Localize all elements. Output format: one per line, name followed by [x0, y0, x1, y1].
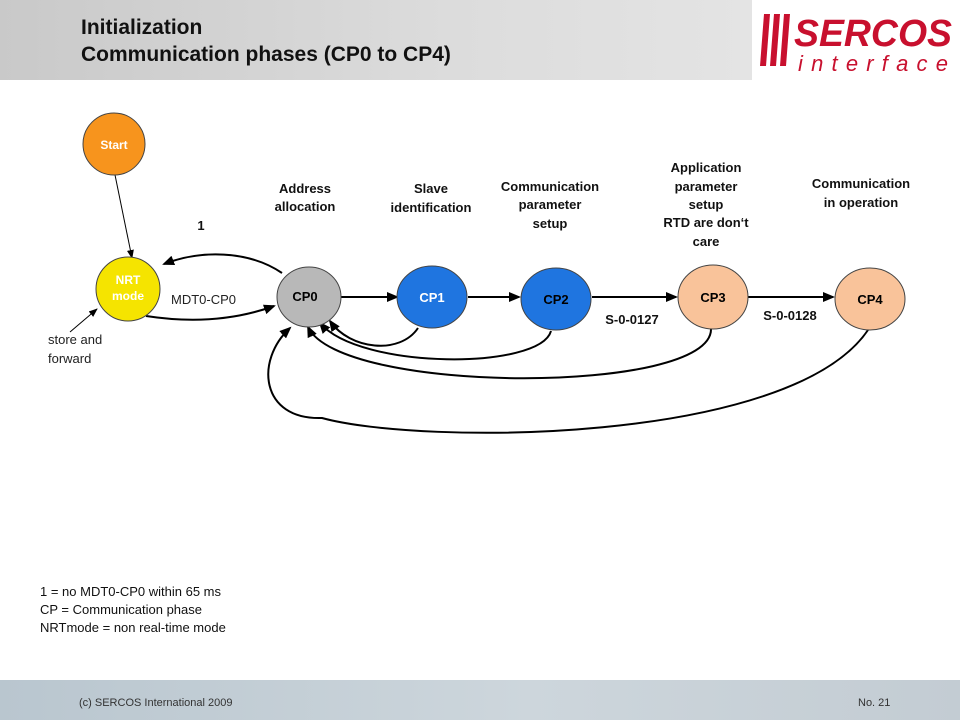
logo-stripe: [760, 14, 770, 66]
timeout-label: 1: [197, 218, 204, 233]
state-diagram: Start NRT mode CP0 CP1 CP2 CP3 CP4 1 Add…: [48, 112, 910, 434]
cp3-label: CP3: [700, 290, 725, 305]
mdt-label: MDT0-CP0: [171, 292, 236, 307]
cp1-label: CP1: [419, 290, 444, 305]
logo-text-top: SERCOS: [794, 13, 952, 55]
header-background: [0, 0, 752, 80]
arrow-cp0-to-nrt: [162, 253, 283, 274]
app-label-3: setup: [689, 197, 724, 212]
node-cp4: CP4: [834, 267, 906, 331]
arrow-cp1-to-cp0: [328, 319, 419, 347]
node-cp3: CP3: [677, 264, 749, 330]
footer-page-number: No. 21: [858, 697, 891, 709]
node-nrt-mode: NRT mode: [95, 256, 161, 322]
slave-label-1: Slave: [414, 181, 448, 196]
footer-copyright: (c) SERCOS International 2009: [79, 697, 233, 709]
arrow-nrt-to-cp0: [145, 304, 276, 321]
logo-stripe: [780, 14, 790, 66]
page-title: Initialization Communication phases (CP0…: [81, 14, 451, 68]
logo-stripe: [770, 14, 780, 66]
arrow-cp3-to-cp0: [307, 325, 713, 380]
cp4-label: CP4: [857, 292, 883, 307]
legend-line-2: CP = Communication phase: [40, 602, 202, 617]
comm-setup-label-2: parameter: [519, 197, 582, 212]
nrt-label-2: mode: [112, 289, 144, 303]
comm-op-label-1: Communication: [812, 176, 910, 191]
store-label-2: forward: [48, 351, 91, 366]
node-cp1: CP1: [396, 265, 468, 329]
sercos-logo: SERCOS interface: [752, 0, 960, 80]
node-cp0: CP0: [276, 266, 342, 328]
comm-op-label-2: in operation: [824, 195, 898, 210]
address-label-2: allocation: [275, 199, 336, 214]
arrow-cp2-to-cp0: [318, 321, 552, 361]
address-label-1: Address: [279, 181, 331, 196]
footer-bar: [0, 680, 960, 720]
app-label-1: Application: [671, 160, 742, 175]
app-label-5: care: [693, 234, 720, 249]
app-label-2: parameter: [675, 179, 738, 194]
title-line-2: Communication phases (CP0 to CP4): [81, 43, 451, 66]
comm-setup-label-1: Communication: [501, 179, 599, 194]
app-label-4: RTD are don‘t: [663, 215, 749, 230]
legend: 1 = no MDT0-CP0 within 65 ms CP = Commun…: [40, 583, 226, 637]
cp2-label: CP2: [543, 292, 568, 307]
title-line-1: Initialization: [81, 16, 203, 39]
start-label: Start: [100, 138, 127, 152]
arrow-store-forward: [69, 308, 98, 333]
arrow-cp4-to-cp0: [267, 326, 869, 434]
sercos-logo-graphic: SERCOS interface: [760, 13, 952, 76]
node-cp2: CP2: [520, 267, 592, 331]
s127-label: S-0-0127: [605, 312, 658, 327]
legend-line-3: NRTmode = non real-time mode: [40, 620, 226, 635]
nrt-label-1: NRT: [116, 273, 141, 287]
legend-line-1: 1 = no MDT0-CP0 within 65 ms: [40, 584, 221, 599]
logo-text-bottom: interface: [798, 51, 948, 76]
node-start: Start: [82, 112, 146, 176]
slave-label-2: identification: [391, 200, 472, 215]
cp0-label: CP0: [292, 289, 317, 304]
arrow-start-to-nrt: [113, 169, 134, 259]
store-label-1: store and: [48, 332, 102, 347]
comm-setup-label-3: setup: [533, 216, 568, 231]
s128-label: S-0-0128: [763, 308, 816, 323]
